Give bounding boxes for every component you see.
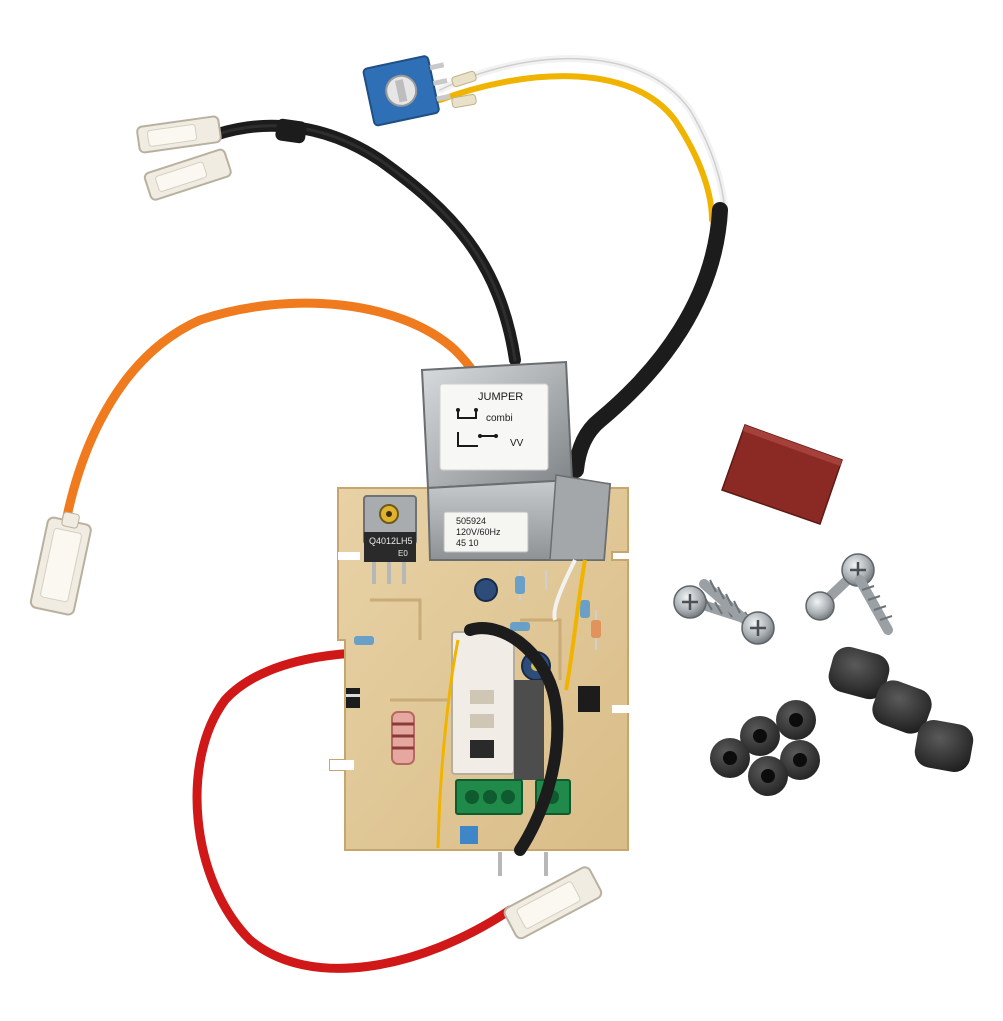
orange-wire-connector [29,511,92,616]
triac-component: Q4012LH5 E0 [363,495,417,584]
ferrite-bead-small-set [710,700,820,796]
screw-3 [805,553,875,621]
ferrite-bead-large-2 [872,680,932,734]
spade-connector-pair [136,115,307,201]
jumper-label-title: JUMPER [478,391,523,403]
rating-label: 505924 120V/60Hz 45 10 [443,511,529,553]
black-sheath-board [464,622,564,856]
black-sheath-right [568,202,728,478]
white-wire [436,55,729,224]
jumper-label-vv: VV [510,438,524,449]
ferrite-bead-large-1 [828,646,890,700]
red-wire [192,648,515,973]
yellow-wire [437,73,715,223]
screw-4 [855,575,893,635]
triac-marking-line-1: Q4012LH5 [369,536,413,546]
jumper-combi-icon [457,410,477,419]
potentiometer [362,55,477,127]
felt-pad [721,424,843,525]
jumper-label-combi: combi [486,413,513,424]
red-wire-connector [498,852,603,940]
orange-wire [55,298,495,565]
jumper-vv-icon [457,432,496,447]
screw-2 [699,579,775,645]
rating-line-2: 120V/60Hz [456,527,501,537]
rating-line-1: 505924 [456,516,486,526]
ferrite-bead-large-3 [914,720,974,772]
jumper-label: JUMPER combi VV [439,383,549,471]
rating-line-3: 45 10 [456,538,479,548]
triac-marking-line-2: E0 [398,549,408,558]
